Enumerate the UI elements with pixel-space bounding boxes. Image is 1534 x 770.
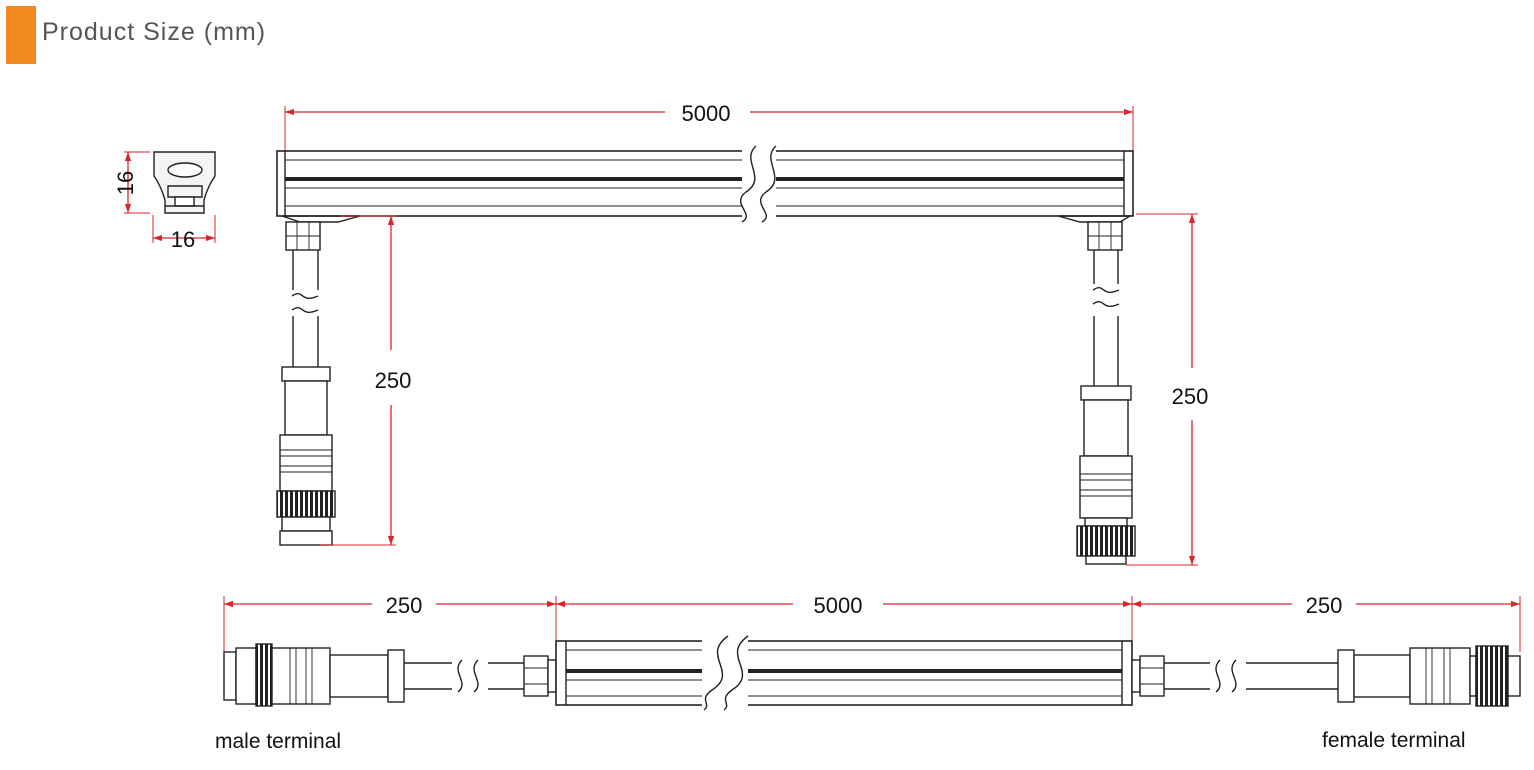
bottom-length-label: 5000	[814, 593, 863, 618]
bottom-left-cable-label: 250	[386, 593, 423, 618]
profile-height-dimension: 16	[113, 151, 150, 214]
bottom-bar	[555, 635, 1133, 711]
header-accent-bar	[6, 6, 36, 64]
top-bar	[276, 145, 1134, 223]
profile-width-dimension: 16	[152, 215, 216, 252]
female-terminal-label: female terminal	[1322, 729, 1466, 752]
profile-cross-section	[153, 151, 216, 214]
section-title: Product Size(mm)	[42, 18, 266, 47]
bottom-dimension-chain: 250 5000 250	[223, 593, 1521, 652]
bottom-right-cable-label: 250	[1306, 593, 1343, 618]
section-title-unit: (mm)	[203, 18, 267, 46]
bottom-right-cable	[1131, 655, 1340, 697]
top-right-cable-dimension: 250	[1126, 213, 1209, 566]
section-header: Product Size(mm)	[0, 0, 600, 70]
top-right-cable	[1087, 221, 1125, 386]
top-male-connector	[276, 366, 336, 546]
bottom-left-cable	[404, 655, 557, 697]
top-length-label: 5000	[682, 101, 731, 126]
profile-width-label: 16	[171, 227, 195, 252]
top-female-connector	[1076, 385, 1136, 565]
bottom-male-connector	[223, 643, 405, 707]
male-terminal-label: male terminal	[215, 730, 341, 753]
bottom-female-connector	[1337, 645, 1521, 707]
top-left-cable-label: 250	[375, 368, 412, 393]
top-left-cable-dimension: 250	[320, 215, 412, 546]
top-left-cable	[285, 221, 324, 368]
top-length-dimension: 5000	[284, 101, 1134, 152]
section-title-text: Product Size	[42, 18, 196, 46]
profile-height-label: 16	[113, 171, 138, 195]
top-right-cable-label: 250	[1172, 384, 1209, 409]
